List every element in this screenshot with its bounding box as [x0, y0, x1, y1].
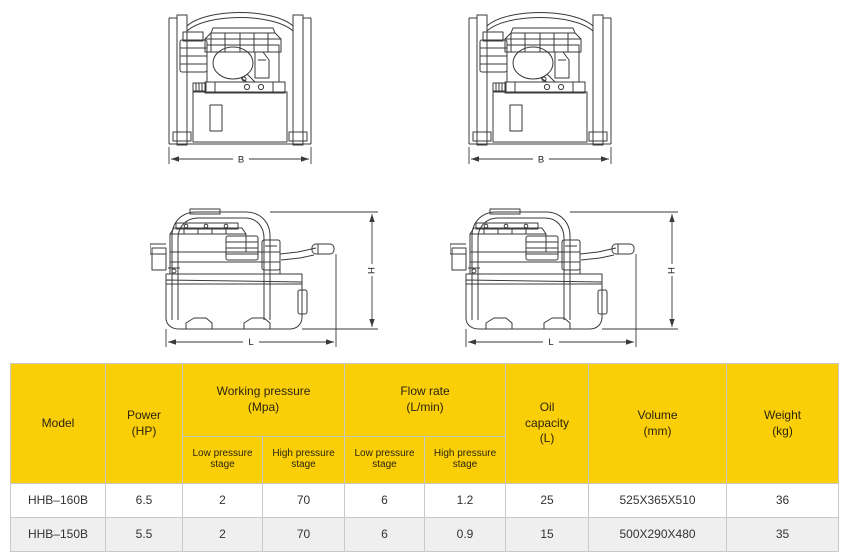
cell-volume: 500X290X480: [588, 517, 728, 552]
column-header-weight-unit: (kg): [772, 423, 793, 438]
cell-flow-rate-low: 6: [344, 483, 426, 518]
drawing-side-view-left: H L: [150, 192, 400, 352]
specification-table-container: Model Power (HP) Working pressure (Mpa) …: [10, 363, 840, 552]
column-header-oil-capacity-line1: Oil: [539, 399, 555, 414]
table-row: HHB–150B 5.5 2 70 6 0.9 15 500X290X480 3…: [10, 517, 840, 552]
cell-power: 6.5: [105, 483, 183, 518]
cell-power: 5.5: [105, 517, 183, 552]
cell-weight: 36: [726, 483, 840, 518]
column-header-flow-rate-unit: (L/min): [406, 400, 444, 414]
column-header-volume-label: Volume: [637, 407, 678, 422]
subheader-working-pressure-low: Low pressure stage: [182, 436, 263, 484]
column-header-model: Model: [10, 363, 106, 484]
column-header-volume-unit: (mm): [643, 423, 672, 438]
column-header-power: Power (HP): [105, 363, 183, 484]
column-header-working-pressure-unit: (Mpa): [247, 400, 280, 414]
cell-model: HHB–150B: [10, 517, 106, 552]
cell-flow-rate-high: 1.2: [424, 483, 507, 518]
dimension-label-h: H: [667, 267, 678, 274]
cell-working-pressure-high: 70: [261, 483, 346, 518]
drawing-front-view-right: B: [455, 4, 625, 176]
column-header-volume: Volume (mm): [588, 363, 728, 484]
cell-volume: 525X365X510: [588, 483, 728, 518]
table-body: HHB–160B 6.5 2 70 6 1.2 25 525X365X510 3…: [10, 483, 840, 552]
column-header-power-label: Power: [126, 407, 161, 422]
cell-weight: 35: [726, 517, 840, 552]
drawing-front-view-left: B: [155, 4, 325, 176]
table-header: Model Power (HP) Working pressure (Mpa) …: [10, 363, 840, 484]
cell-working-pressure-low: 2: [182, 483, 263, 518]
column-header-flow-rate-label: Flow rate: [400, 384, 450, 399]
column-header-oil-capacity: Oil capacity (L): [505, 363, 590, 484]
column-header-oil-capacity-line2: capacity: [525, 415, 570, 430]
subheader-working-pressure-high: High pressure stage: [261, 436, 346, 484]
cell-oil-capacity: 15: [505, 517, 590, 552]
column-header-weight: Weight (kg): [726, 363, 840, 484]
cell-model: HHB–160B: [10, 483, 106, 518]
column-header-flow-rate: Flow rate (L/min): [344, 363, 507, 437]
column-header-weight-label: Weight: [763, 407, 802, 422]
specification-table: Model Power (HP) Working pressure (Mpa) …: [10, 363, 840, 552]
dimension-label-h: H: [367, 267, 378, 274]
column-header-oil-capacity-unit: (L): [539, 431, 555, 446]
cell-oil-capacity: 25: [505, 483, 590, 518]
drawing-side-view-right: H L: [450, 192, 700, 352]
dimension-label-b: B: [238, 155, 244, 166]
cell-working-pressure-low: 2: [182, 517, 263, 552]
column-header-working-pressure-label: Working pressure: [216, 384, 311, 399]
subheader-flow-rate-high: High pressure stage: [424, 436, 507, 484]
column-header-power-unit: (HP): [131, 423, 157, 438]
column-header-working-pressure: Working pressure (Mpa): [181, 363, 346, 437]
dimension-label-b: B: [538, 155, 544, 166]
dimension-label-l: L: [548, 337, 553, 348]
cell-working-pressure-high: 70: [261, 517, 346, 552]
subheader-flow-rate-low: Low pressure stage: [344, 436, 426, 484]
cell-flow-rate-high: 0.9: [424, 517, 507, 552]
technical-drawings-panel: B: [150, 4, 700, 352]
table-row: HHB–160B 6.5 2 70 6 1.2 25 525X365X510 3…: [10, 483, 840, 518]
dimension-label-l: L: [248, 337, 253, 348]
cell-flow-rate-low: 6: [344, 517, 426, 552]
